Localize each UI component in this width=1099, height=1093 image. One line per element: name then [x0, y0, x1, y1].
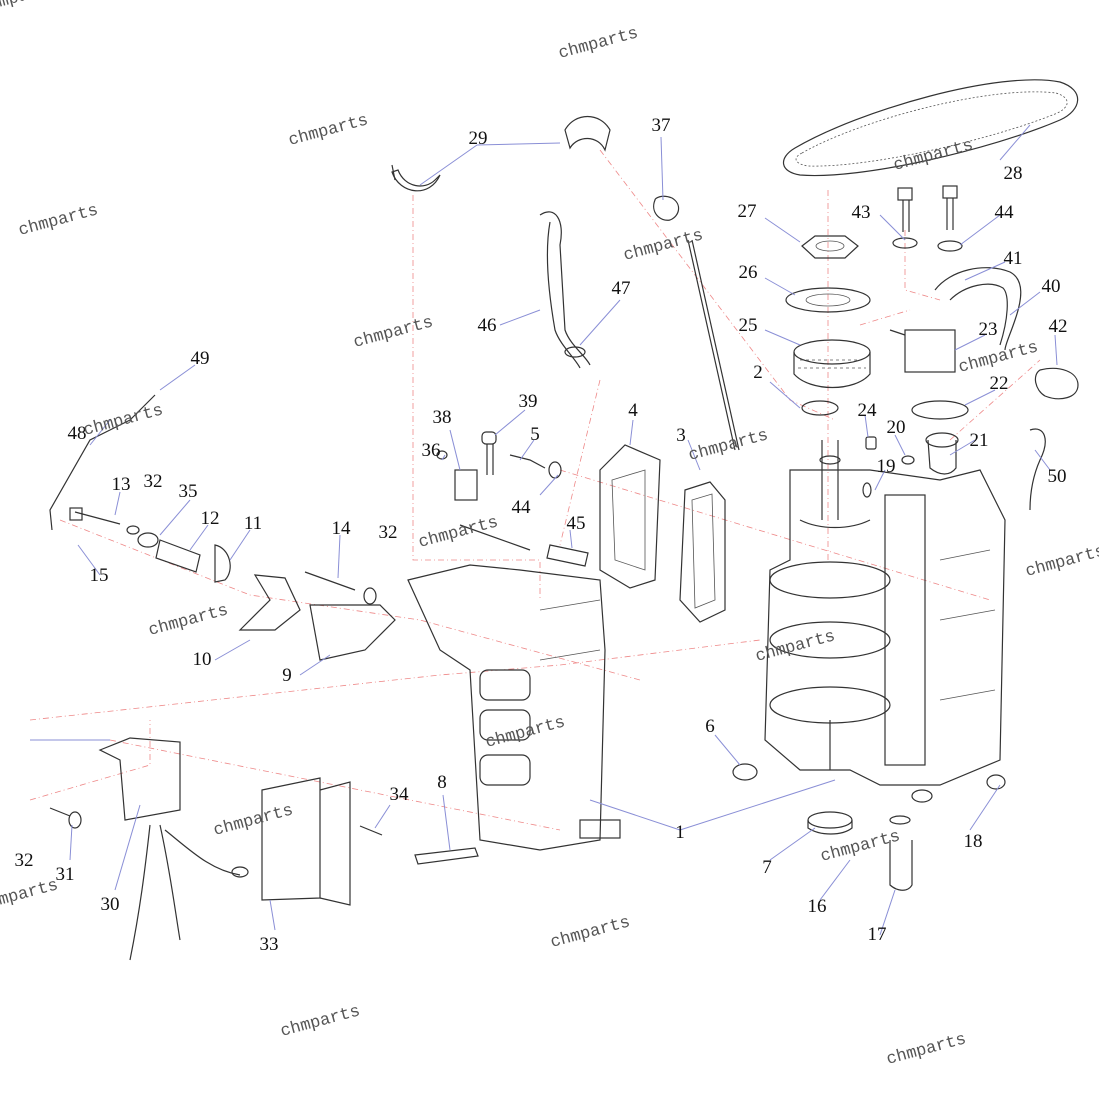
callout-49: 49: [191, 348, 210, 369]
callout-48: 48: [68, 423, 87, 444]
callout-20: 20: [887, 417, 906, 438]
timing-belt: [783, 79, 1079, 177]
callout-45: 45: [567, 513, 586, 534]
upper-right-fittings: [862, 185, 1079, 511]
callout-3: 3: [676, 425, 686, 446]
callout-30: 30: [101, 894, 120, 915]
small-fasteners-center: [436, 431, 589, 567]
watermark: chmparts: [0, 0, 60, 18]
watermark: chmparts: [417, 513, 501, 552]
cover-and-gasket: [599, 444, 726, 623]
callout-23: 23: [979, 319, 998, 340]
callout-36: 36: [422, 440, 441, 461]
throttle-linkage: [49, 394, 396, 661]
dipstick-and-hose: [539, 195, 740, 451]
callout-15: 15: [90, 565, 109, 586]
callout-41: 41: [1004, 248, 1023, 269]
callout-16: 16: [808, 896, 827, 917]
callout-42: 42: [1049, 316, 1068, 337]
watermark: chmparts: [147, 601, 231, 640]
watermark: chmparts: [557, 24, 641, 63]
callout-31: 31: [56, 864, 75, 885]
callout-39: 39: [519, 391, 538, 412]
callout-44: 44: [995, 202, 1015, 223]
watermark: chmparts: [549, 913, 633, 952]
callout-11: 11: [244, 513, 262, 534]
callout-2: 2: [753, 362, 763, 383]
callout-12: 12: [201, 508, 220, 529]
watermark: chmparts: [352, 313, 436, 352]
electrical-module: [49, 737, 479, 961]
callout-28: 28: [1004, 163, 1023, 184]
watermark: chmparts: [484, 713, 568, 752]
callout-47: 47: [612, 278, 631, 299]
watermark: chmparts: [279, 1002, 363, 1041]
callout-44b: 44: [512, 497, 532, 518]
callout-26: 26: [739, 262, 758, 283]
flywheel-nut-stack: [785, 235, 871, 416]
cylinder-block-left: [407, 564, 621, 851]
callout-13: 13: [112, 474, 131, 495]
watermark: chmparts: [82, 401, 166, 440]
callout-4: 4: [628, 400, 638, 421]
callout-17: 17: [868, 924, 887, 945]
callout-38: 38: [433, 407, 452, 428]
callout-8: 8: [437, 772, 447, 793]
callout-33: 33: [260, 934, 279, 955]
callout-32: 32: [15, 850, 34, 871]
callout-1: 1: [675, 822, 685, 843]
callout-43: 43: [852, 202, 871, 223]
bearing-halves: [391, 116, 611, 192]
leader-lines: [30, 124, 1058, 936]
watermark: chmparts: [892, 136, 976, 175]
watermark: chmparts: [0, 876, 60, 915]
callout-21: 21: [970, 430, 989, 451]
callout-25: 25: [739, 315, 758, 336]
callout-46: 46: [478, 315, 497, 336]
callout-5: 5: [530, 424, 540, 445]
watermark: chmparts: [17, 201, 101, 240]
watermark: chmparts: [212, 801, 296, 840]
callout-19: 19: [877, 456, 896, 477]
watermark: chmparts: [885, 1030, 969, 1069]
callout-14: 14: [332, 518, 352, 539]
callout-37: 37: [652, 115, 671, 136]
callout-32a: 32: [144, 471, 163, 492]
callout-35: 35: [179, 481, 198, 502]
callout-10: 10: [193, 649, 212, 670]
callout-9: 9: [282, 665, 292, 686]
watermark: chmparts: [957, 338, 1041, 377]
callout-29: 29: [469, 128, 488, 149]
callout-24: 24: [858, 400, 878, 421]
callout-6: 6: [705, 716, 715, 737]
watermark: chmparts: [1024, 542, 1099, 581]
callout-labels: 1 2 3 4 5 6 7 8 9 10 11 12 13 14 15 16 1…: [15, 115, 1068, 955]
callout-18: 18: [964, 831, 983, 852]
watermarks: chmparts chmparts chmparts chmparts chmp…: [0, 0, 1099, 1070]
callout-40: 40: [1042, 276, 1061, 297]
watermark: chmparts: [687, 426, 771, 465]
cylinder-block-right-with-crankshaft: [732, 440, 1006, 891]
callout-7: 7: [762, 857, 772, 878]
watermark: chmparts: [287, 111, 371, 150]
callout-27: 27: [738, 201, 757, 222]
callout-34: 34: [390, 784, 410, 805]
callout-22: 22: [990, 373, 1009, 394]
callout-50: 50: [1048, 466, 1067, 487]
watermark: chmparts: [754, 627, 838, 666]
callout-32b: 32: [379, 522, 398, 543]
